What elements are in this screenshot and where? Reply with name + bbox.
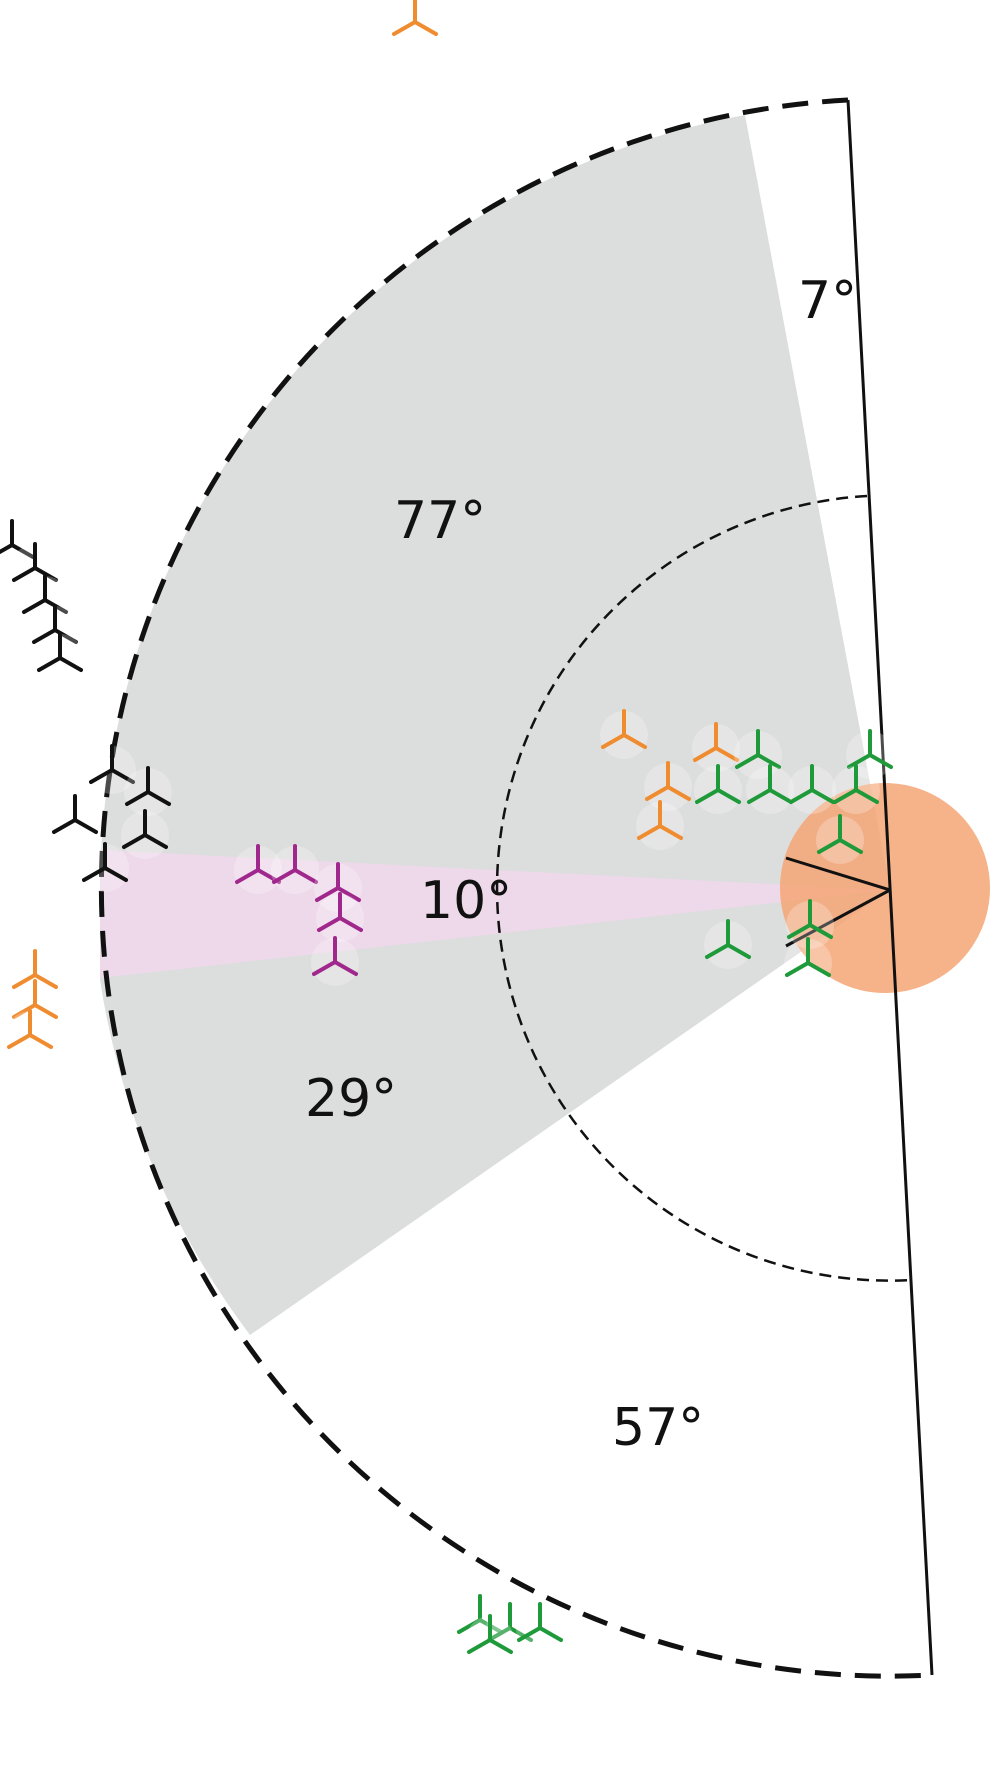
view-line-upper	[785, 856, 891, 892]
boundary-line	[846, 99, 934, 1676]
turbine-markers	[0, 0, 893, 1654]
inner-arc	[495, 494, 913, 1282]
angle-label-57: 57°	[612, 1398, 704, 1458]
angle-label-77: 77°	[394, 491, 486, 551]
view-line-lower	[785, 888, 891, 948]
angle-label-7: 7°	[798, 271, 857, 331]
turbine-halo	[0, 521, 36, 569]
gray-sector-77	[100, 115, 890, 1335]
pink-sector-10	[100, 850, 890, 978]
angle-label-10: 10°	[420, 871, 512, 931]
angle-label-29: 29°	[305, 1069, 397, 1129]
